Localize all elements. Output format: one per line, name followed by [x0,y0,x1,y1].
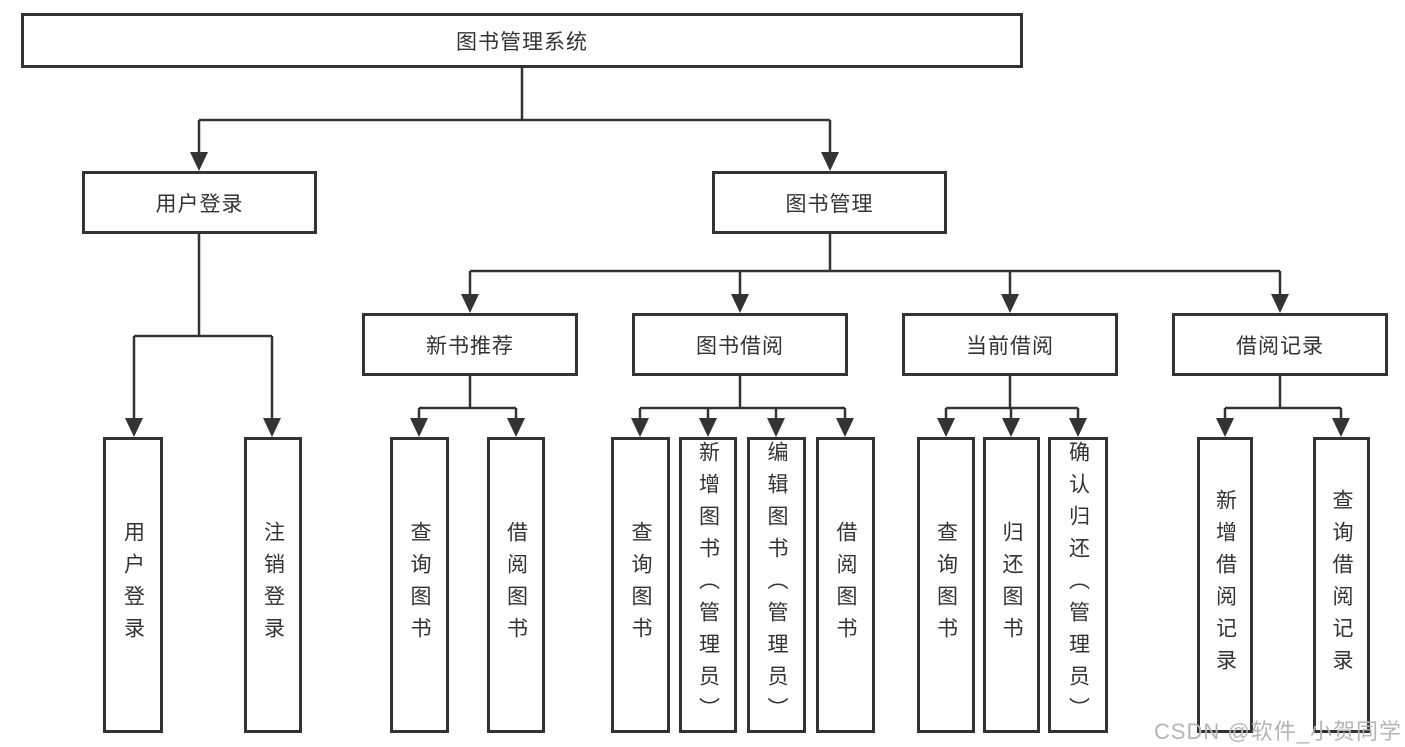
node-book-management: 图书管理 [712,171,947,234]
node-label: 借阅图书 [504,521,528,649]
node-label: 图书借阅 [696,334,784,358]
node-br-query-record: 查询借阅记录 [1313,437,1370,733]
node-current-borrow: 当前借阅 [902,313,1118,376]
node-cb-return-book: 归还图书 [983,437,1040,733]
node-user-login: 用户登录 [103,437,163,733]
node-borrow-records: 借阅记录 [1172,313,1388,376]
node-label: 新书推荐 [426,334,514,358]
node-label: 新增借阅记录 [1213,489,1237,681]
node-label: 当前借阅 [966,334,1054,358]
node-label: 用户登录 [121,521,145,649]
node-label: 图书管理系统 [456,30,588,54]
node-label: 归还图书 [1000,521,1023,649]
node-cb-confirm-return: 确认归还（管理员） [1048,437,1108,733]
node-nb-query-book: 查询图书 [390,437,449,733]
node-label: 查询图书 [934,521,958,649]
node-label: 注销登录 [261,521,285,649]
node-bb-edit-book: 编辑图书（管理员） [747,437,806,733]
node-label: 编辑图书（管理员） [765,441,788,729]
node-label: 借阅图书 [834,521,857,649]
node-new-book-recommend: 新书推荐 [362,313,578,376]
node-label: 借阅记录 [1236,334,1324,358]
node-label: 确认归还（管理员） [1066,441,1090,729]
node-br-add-record: 新增借阅记录 [1197,437,1253,733]
node-label: 查询借阅记录 [1330,489,1353,681]
node-root: 图书管理系统 [21,13,1023,68]
node-nb-borrow-book: 借阅图书 [487,437,545,733]
watermark: CSDN @软件_小贺同学 [1153,719,1402,744]
node-cb-query-book: 查询图书 [917,437,975,733]
node-label: 查询图书 [408,521,431,649]
node-login-group: 用户登录 [82,171,317,234]
node-label: 查询图书 [629,521,652,649]
node-label: 新增图书（管理员） [696,441,720,729]
node-label: 用户登录 [155,192,244,216]
node-label: 图书管理 [785,192,874,216]
node-bb-add-book: 新增图书（管理员） [679,437,737,733]
node-bb-query-book: 查询图书 [611,437,670,733]
node-book-borrow: 图书借阅 [632,313,848,376]
node-bb-borrow-book: 借阅图书 [816,437,875,733]
node-logout: 注销登录 [244,437,302,733]
